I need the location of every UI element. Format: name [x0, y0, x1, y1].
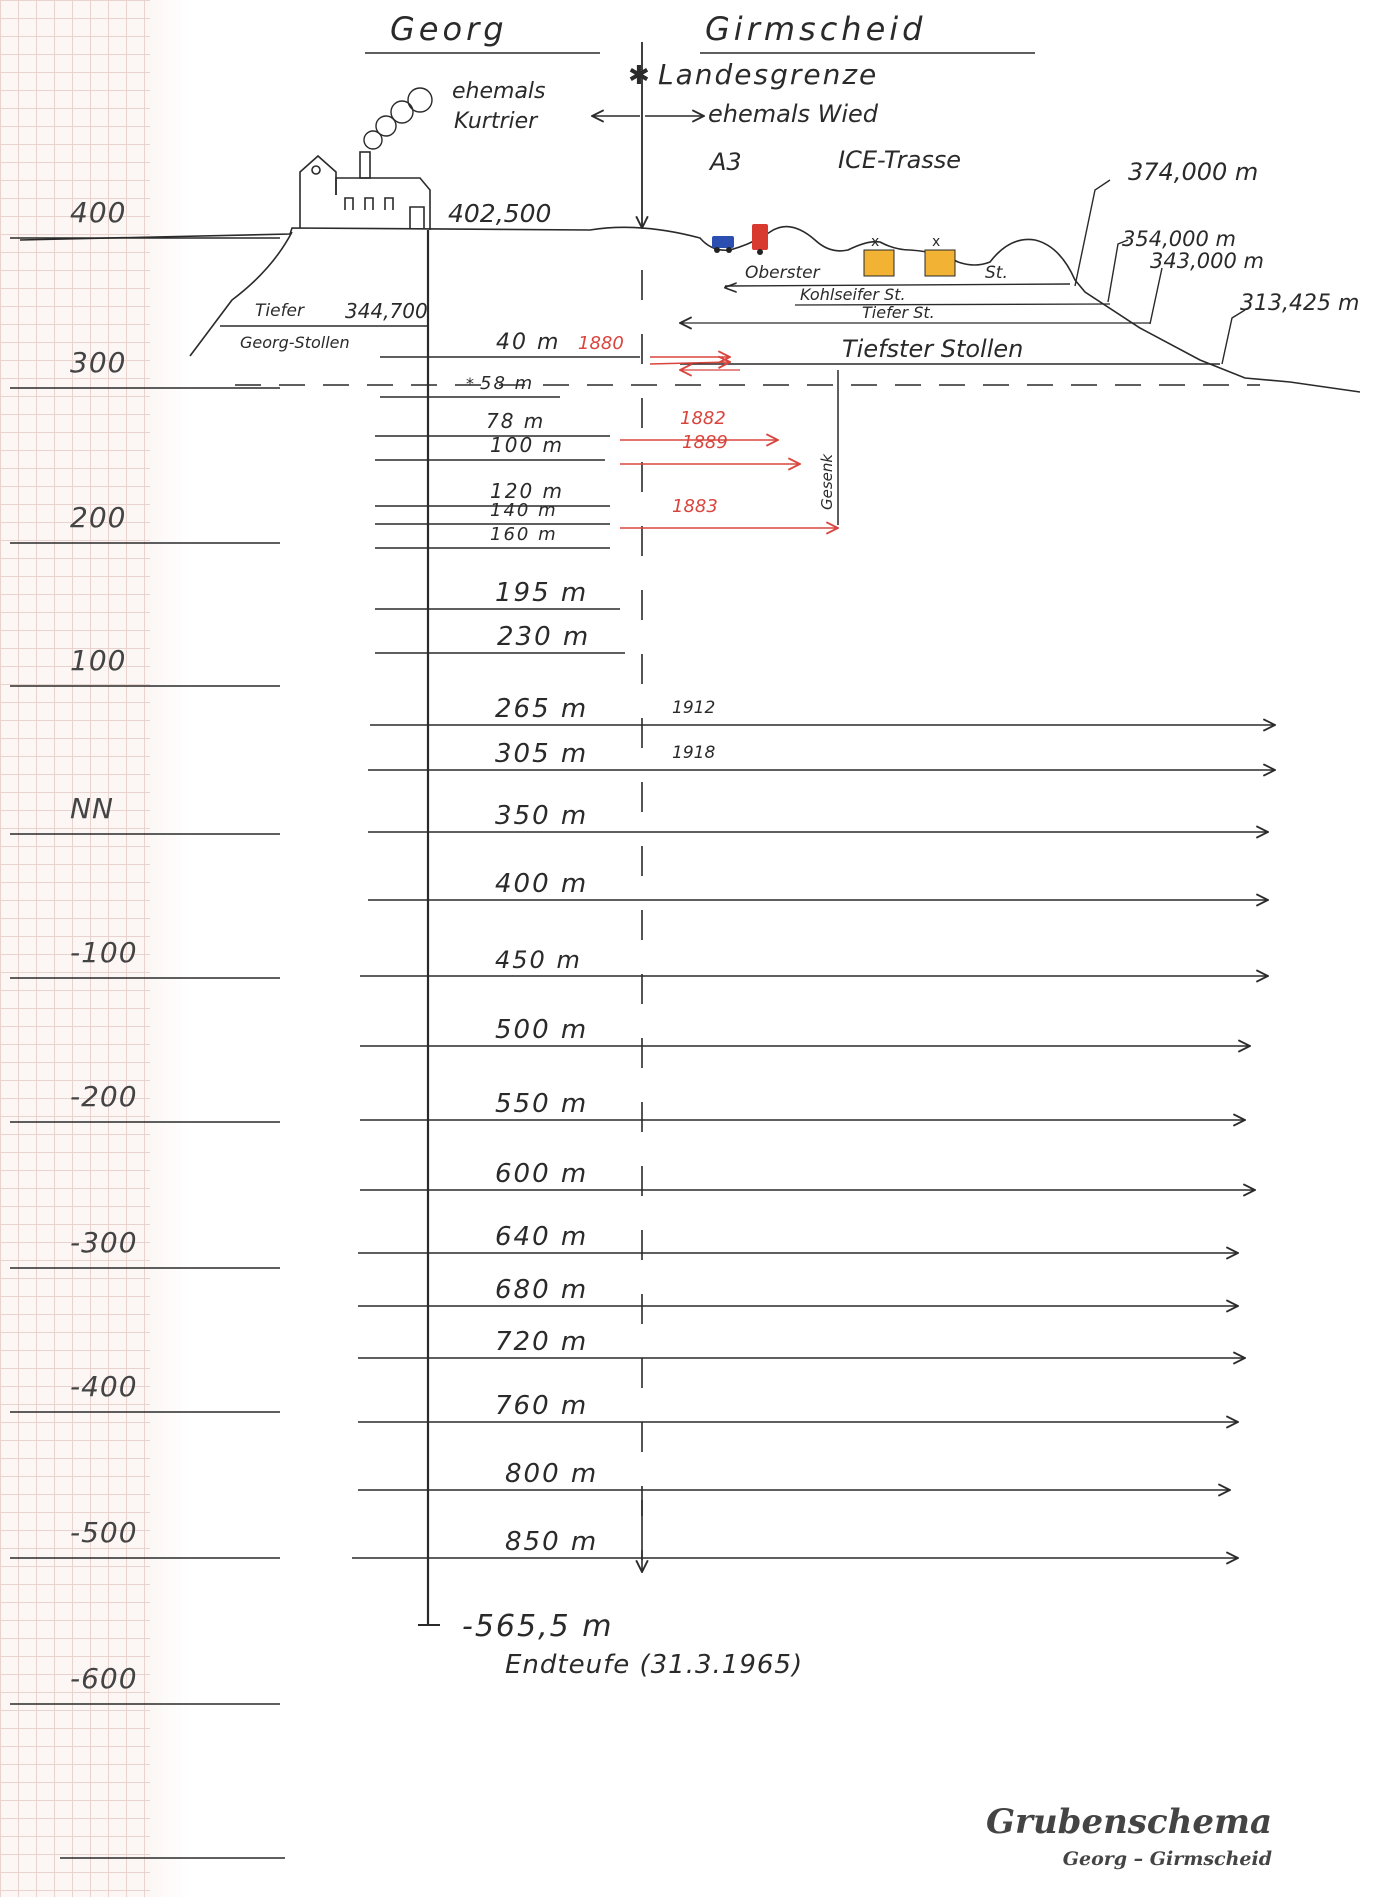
scale-label: 300	[70, 346, 126, 379]
svg-text:x: x	[871, 234, 879, 250]
rail-label: ICE-Trasse	[838, 146, 961, 174]
level-label: 350 m	[495, 801, 588, 831]
gallery-st-label: St.	[985, 263, 1008, 283]
level-label: 500 m	[495, 1015, 588, 1045]
level-label: 640 m	[495, 1222, 588, 1252]
title-block: Grubenschema Georg – Girmscheid	[986, 1800, 1272, 1874]
car-blue-icon	[712, 236, 734, 253]
level-label: 120 m	[490, 479, 564, 503]
level-label: 450 m	[495, 946, 582, 974]
level-label: 230 m	[497, 622, 590, 652]
gallery-oberster-line	[724, 283, 1071, 287]
tiefster-stollen-red-arrow	[649, 362, 730, 364]
right-elevation-3: 343,000 m	[1150, 249, 1264, 273]
level-label: 760 m	[495, 1391, 588, 1421]
header-left-name: Georg	[390, 10, 508, 48]
border-star-icon: ✱	[628, 61, 650, 91]
gallery-oberster: Oberster	[745, 263, 821, 283]
smoke-icon	[363, 87, 433, 150]
level-label: 400 m	[495, 869, 588, 899]
scale-label: -400	[70, 1370, 138, 1403]
scale-label: -500	[70, 1516, 138, 1549]
level-year: 1880	[578, 333, 624, 354]
level-label: 550 m	[495, 1089, 588, 1119]
scale-label: 400	[70, 196, 126, 229]
level-label: 720 m	[495, 1327, 588, 1357]
surface-profile	[19, 225, 1361, 393]
right-elevation-1: 374,000 m	[1128, 158, 1258, 186]
level-label: 195 m	[495, 578, 588, 608]
level-year: 1912	[672, 698, 715, 718]
scale-label: NN	[70, 792, 114, 825]
level-label: 680 m	[495, 1275, 588, 1305]
right-elevation-2: 354,000 m	[1122, 227, 1236, 251]
marker-star-icon: *	[466, 374, 474, 393]
georg-stollen-label: Georg-Stollen	[240, 333, 350, 352]
road-label: A3	[708, 148, 742, 176]
scale-label: -600	[70, 1662, 138, 1695]
left-territory-line2: Kurtrier	[454, 109, 539, 134]
level-label: 40 m	[496, 330, 560, 355]
level-label: 800 m	[505, 1459, 598, 1489]
gallery-oberster-arrow: <	[722, 275, 739, 299]
svg-text:x: x	[932, 234, 940, 250]
level-label: 265 m	[495, 694, 588, 724]
level-label: 850 m	[505, 1527, 598, 1557]
scale-label: -300	[70, 1226, 138, 1259]
level-year: 1882	[680, 408, 726, 429]
tiefer-label: Tiefer	[255, 301, 305, 321]
scale-label: 100	[70, 644, 126, 677]
title-main: Grubenschema	[986, 1802, 1272, 1842]
bottom-endteufe: Endteufe (31.3.1965)	[505, 1650, 803, 1680]
elevation-callouts	[1074, 179, 1246, 365]
gallery-tiefer: Tiefer St.	[862, 303, 935, 322]
header-right-name: Girmscheid	[705, 10, 926, 48]
graph-paper-fade	[150, 0, 190, 1897]
cart-yellow-icon: x	[924, 234, 956, 277]
gallery-kohlseifer-line	[794, 303, 1111, 306]
level-label: 140 m	[490, 500, 558, 521]
level-label: 78 m	[486, 409, 545, 433]
border-label: Landesgrenze	[658, 58, 878, 91]
left-territory-line1: ehemals	[452, 79, 546, 104]
cart-yellow-icon: x	[863, 234, 895, 277]
mine-building-icon	[299, 151, 431, 230]
gallery-kohlseifer: Kohlseifer St.	[800, 285, 906, 304]
level-label: 160 m	[490, 524, 558, 545]
level-year: 1889	[682, 432, 728, 453]
level-label: 100 m	[490, 433, 564, 457]
level-year: 1883	[672, 496, 718, 517]
scale-label: 200	[70, 501, 126, 534]
scale-label: -100	[70, 936, 138, 969]
right-elevation-4: 313,425 m	[1240, 291, 1359, 316]
building-elevation: 402,500	[448, 199, 551, 228]
scale-label: -200	[70, 1080, 138, 1113]
bottom-depth: -565,5 m	[462, 1609, 613, 1644]
level-label: 305 m	[495, 739, 588, 769]
right-territory-label: ehemals Wied	[708, 100, 879, 128]
hill-left-slope	[189, 231, 293, 357]
car-red-icon	[752, 224, 768, 255]
gesenk-label: Gesenk	[818, 453, 836, 510]
level-label: 600 m	[495, 1159, 588, 1189]
title-sub: Georg – Girmscheid	[1062, 1848, 1272, 1870]
tiefer-elevation: 344,700	[345, 299, 428, 323]
tiefster-stollen-label: Tiefster Stollen	[842, 335, 1023, 363]
level-label: 58 m	[480, 373, 534, 394]
level-year: 1918	[672, 743, 715, 763]
graph-paper-strip	[0, 0, 150, 1897]
